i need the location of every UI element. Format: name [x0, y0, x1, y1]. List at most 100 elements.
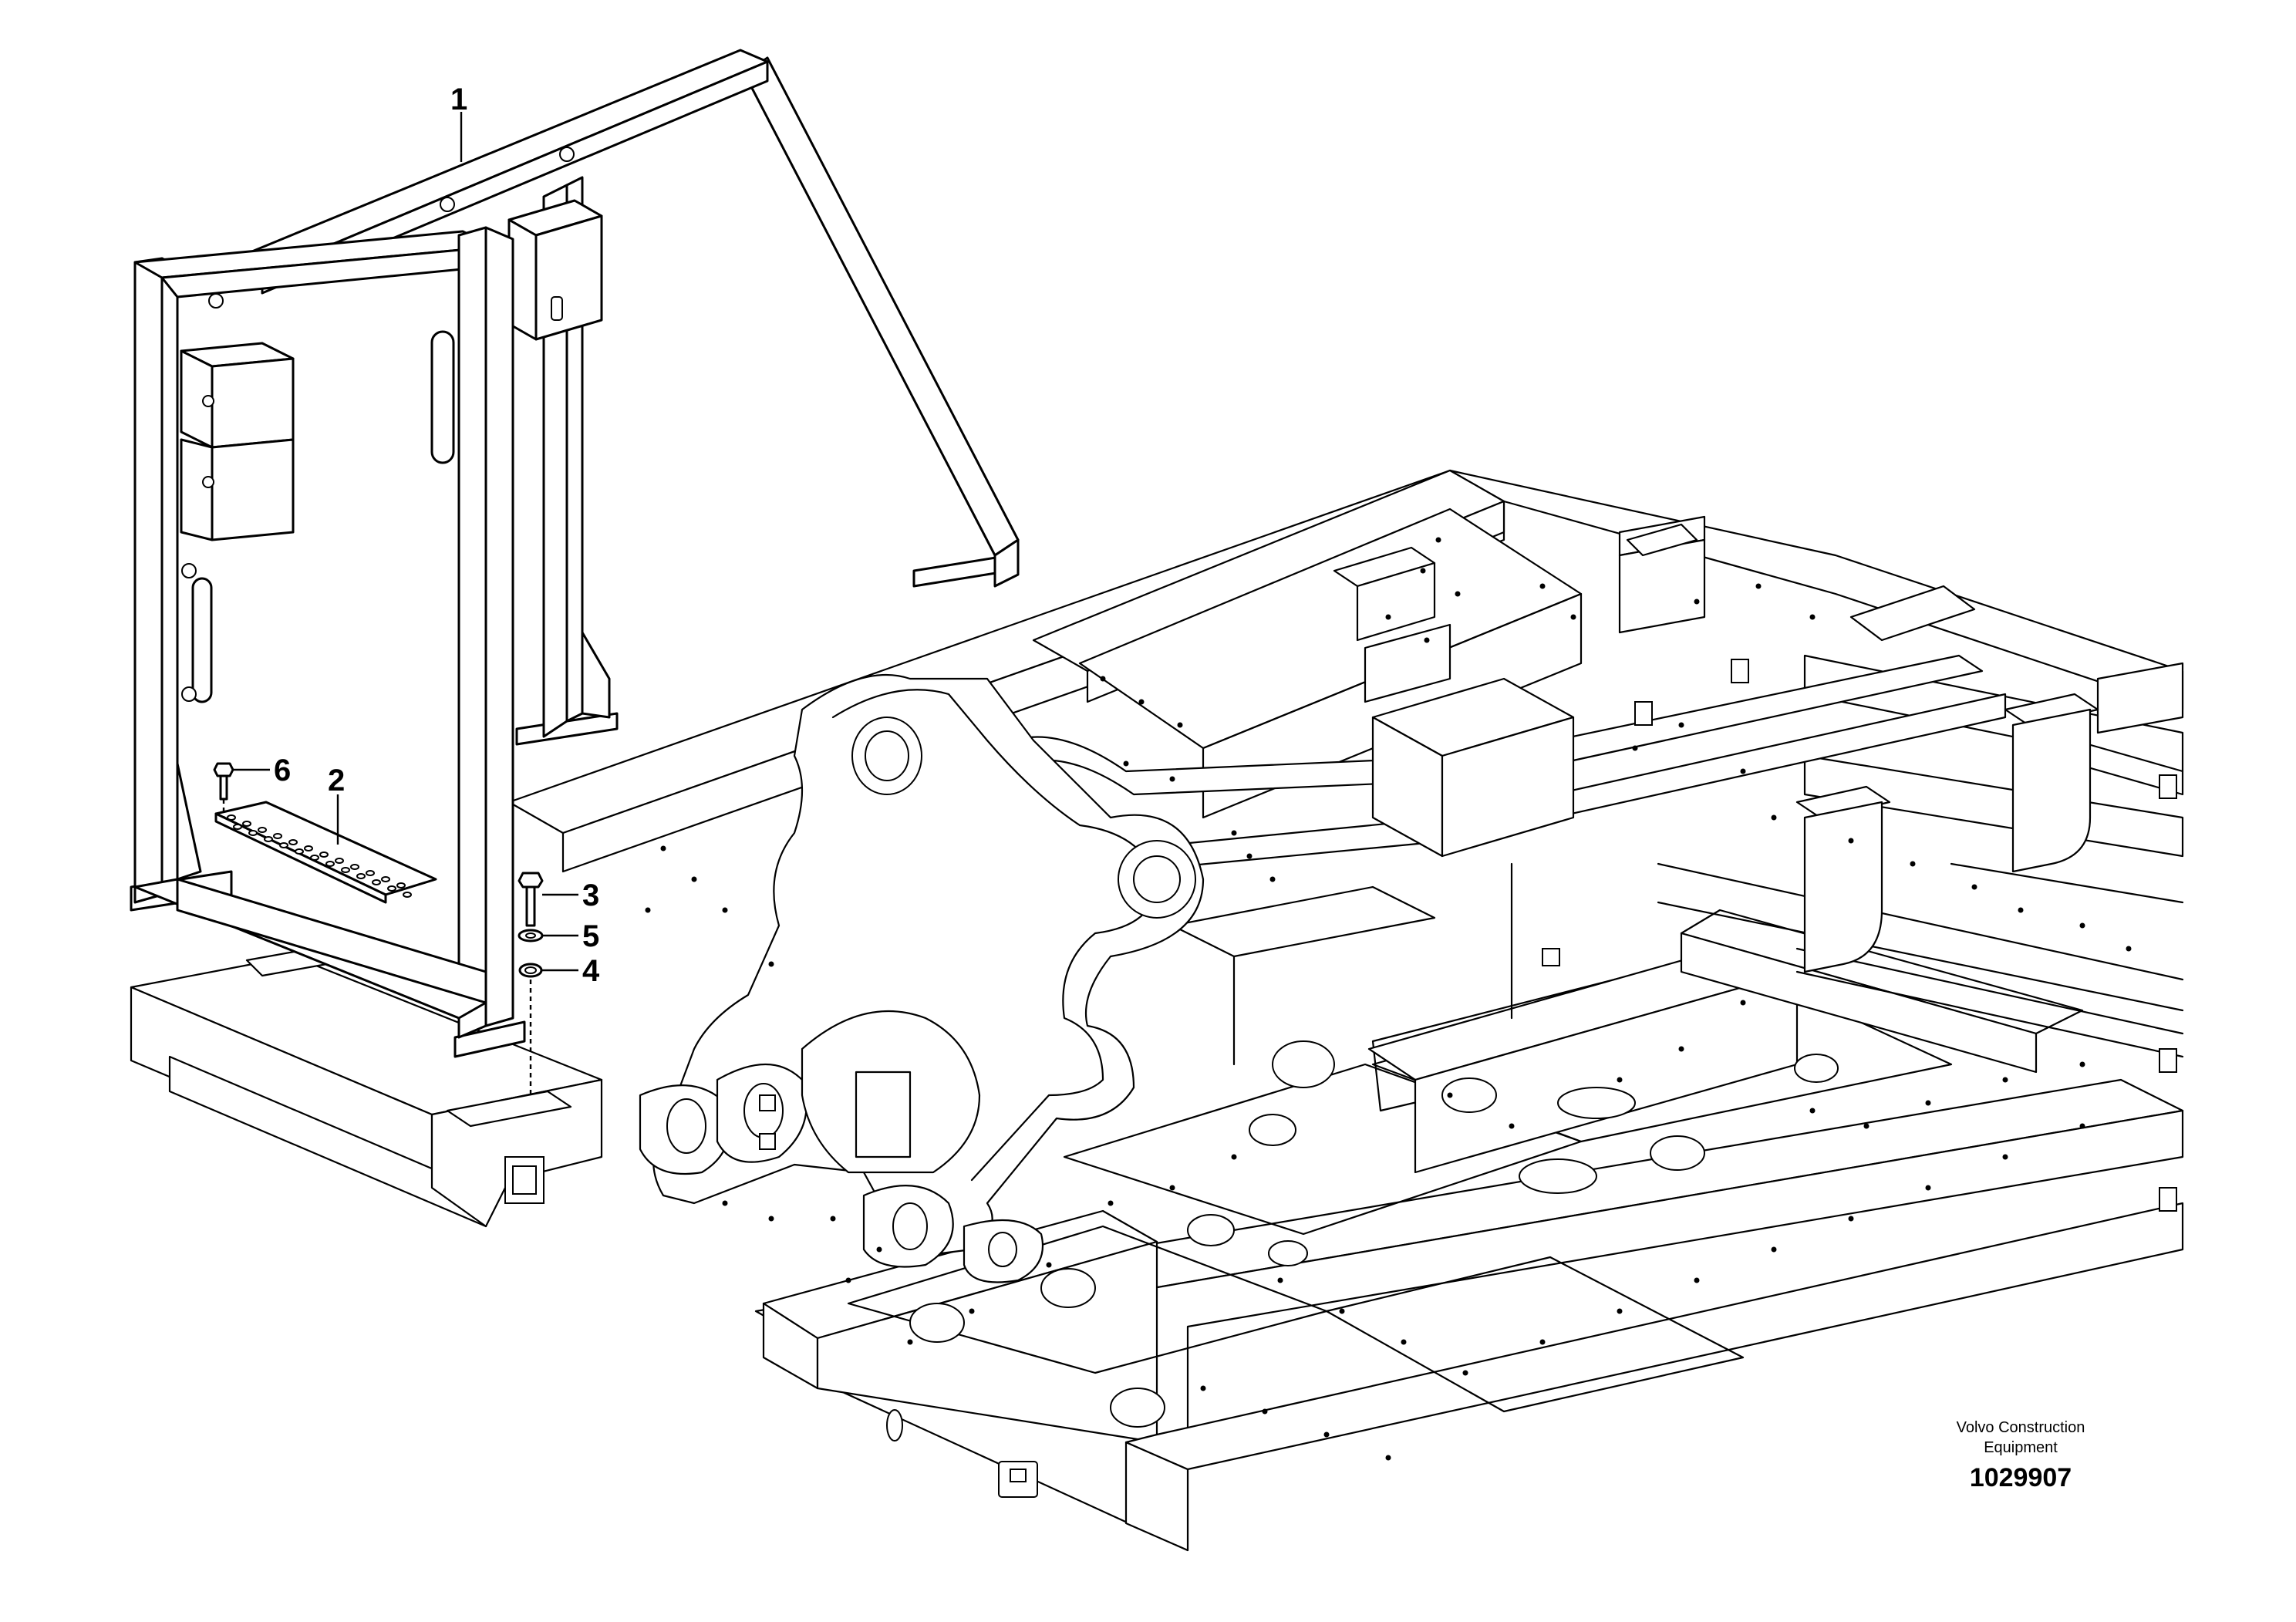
rivet-hole	[768, 961, 774, 967]
rivet-hole	[1771, 814, 1777, 821]
fasteners	[213, 762, 544, 1095]
rivet-hole	[2002, 1154, 2008, 1160]
rivet-hole	[1246, 853, 1253, 859]
step-hole	[248, 830, 258, 836]
handrail-frame	[130, 49, 1020, 1058]
rivet-hole	[1925, 1185, 1931, 1191]
step-hole	[273, 833, 282, 839]
rivet-hole	[1420, 568, 1426, 574]
rivet-hole	[1138, 699, 1145, 705]
rivet-hole	[722, 1200, 728, 1206]
rivet-hole	[2002, 1077, 2008, 1083]
rivet-hole	[1809, 1108, 1816, 1114]
rivet-hole	[969, 1308, 975, 1314]
rivet-hole	[2126, 946, 2132, 952]
rivet-hole	[1809, 614, 1816, 620]
rivet-hole	[1455, 591, 1461, 597]
rivet-hole	[1755, 583, 1762, 589]
rivet-hole	[1539, 583, 1546, 589]
rivet-hole	[768, 1216, 774, 1222]
step-hole	[325, 861, 335, 867]
rivet-hole	[645, 907, 651, 913]
step-hole	[356, 873, 366, 879]
rivet-hole	[1169, 1185, 1175, 1191]
step-hole	[233, 824, 242, 830]
rivet-hole	[1694, 1277, 1700, 1283]
rivet-hole	[1401, 1339, 1407, 1345]
rivet-hole	[1385, 614, 1391, 620]
step-hole	[387, 885, 396, 892]
callout-1: 1	[450, 83, 467, 116]
callout-5: 5	[582, 919, 599, 953]
rivet-hole	[1848, 838, 1854, 844]
rivet-hole	[1771, 1246, 1777, 1253]
side-step-box	[130, 939, 603, 1228]
rivet-hole	[1539, 1339, 1546, 1345]
rivet-hole	[1632, 745, 1638, 751]
step-hole	[264, 836, 273, 842]
rivet-hole	[1863, 1123, 1870, 1129]
step-hole	[295, 848, 304, 855]
detail-dots	[645, 537, 2132, 1461]
rivet-hole	[1100, 676, 1106, 682]
rivet-hole	[1617, 1308, 1623, 1314]
rivet-hole	[1200, 1385, 1206, 1391]
rivet-hole	[2018, 907, 2024, 913]
rivet-hole	[1269, 876, 1276, 882]
rivet-hole	[1108, 1200, 1114, 1206]
rivet-hole	[1046, 1262, 1052, 1268]
rivet-hole	[691, 876, 697, 882]
rivet-hole	[830, 1216, 836, 1222]
rivet-hole	[722, 907, 728, 913]
rivet-hole	[1570, 614, 1576, 620]
step-hole	[279, 842, 288, 848]
step-hole	[304, 845, 313, 851]
upper-frame	[993, 469, 2177, 1212]
callout-2: 2	[328, 764, 345, 798]
step-hole	[319, 851, 329, 858]
rivet-hole	[1262, 1408, 1268, 1415]
rivet-hole	[1339, 1308, 1345, 1314]
step-hole	[310, 855, 319, 861]
rivet-hole	[1509, 1123, 1515, 1129]
rivet-hole	[1123, 760, 1129, 767]
rivet-hole	[1277, 1277, 1283, 1283]
rivet-hole	[1323, 1431, 1330, 1438]
rivet-hole	[845, 1277, 851, 1283]
brand-line-2: Equipment	[1984, 1439, 2058, 1456]
rivet-hole	[2079, 922, 2085, 929]
callouts: 1 2 3 5 4 6	[233, 83, 600, 988]
step-hole	[372, 879, 381, 885]
rivet-hole	[1694, 599, 1700, 605]
callout-3: 3	[582, 878, 599, 912]
rivet-hole	[1231, 1154, 1237, 1160]
step-hole	[403, 892, 412, 898]
step-hole	[366, 870, 375, 876]
rivet-hole	[1848, 1216, 1854, 1222]
rivet-hole	[1435, 537, 1441, 543]
brand-line-1: Volvo Construction	[1956, 1419, 2085, 1436]
rivet-hole	[1971, 884, 1977, 890]
step-hole	[242, 821, 251, 827]
rivet-hole	[2079, 1123, 2085, 1129]
rivet-hole	[876, 1246, 882, 1253]
rivet-hole	[1462, 1370, 1468, 1376]
rivet-hole	[1177, 722, 1183, 728]
rivet-hole	[1169, 776, 1175, 782]
step-hole	[381, 876, 390, 882]
rivet-hole	[2079, 1061, 2085, 1067]
callout-4: 4	[582, 954, 600, 988]
step-hole	[335, 858, 344, 864]
rivet-hole	[660, 845, 666, 851]
rivet-hole	[1447, 1092, 1453, 1098]
callout-6: 6	[274, 754, 291, 787]
boom-foot-bracket	[639, 673, 1205, 1283]
rivet-hole	[1617, 1077, 1623, 1083]
step-plate	[214, 801, 437, 904]
rivet-hole	[1925, 1100, 1931, 1106]
document-number: 1029907	[1969, 1463, 2072, 1492]
step-hole	[341, 867, 350, 873]
rivet-hole	[1678, 1046, 1684, 1052]
step-hole	[350, 864, 359, 870]
